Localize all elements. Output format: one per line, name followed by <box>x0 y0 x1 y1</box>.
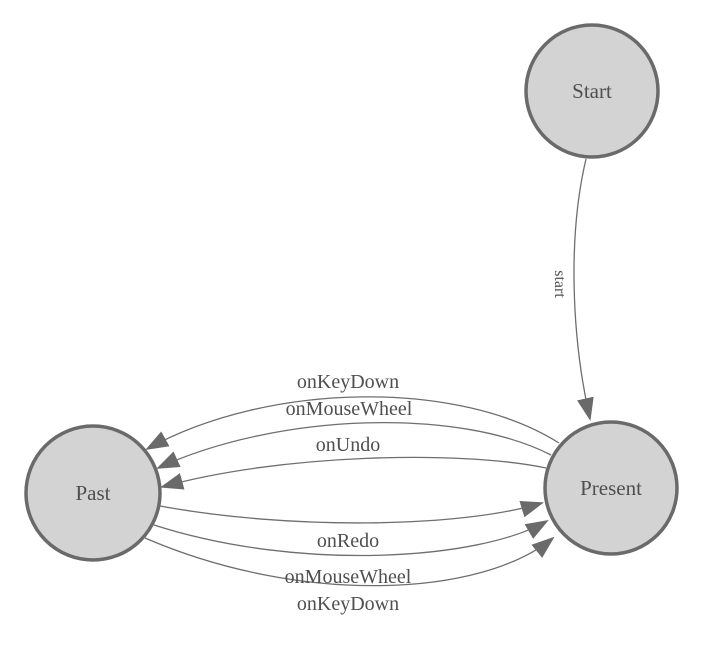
edge-past-to-present-onkeydown <box>144 536 555 587</box>
edge-label-onkeydown-bottom: onKeyDown <box>297 593 399 615</box>
edge-label-onredo: onRedo <box>317 530 379 552</box>
node-present-label: Present <box>580 476 642 500</box>
node-past-circle <box>24 424 162 562</box>
edge-present-to-past-onmousewheel <box>156 422 552 469</box>
edge-past-to-present-onredo <box>159 500 544 524</box>
node-past: Past <box>24 424 162 562</box>
node-present: Present <box>543 420 679 556</box>
node-start: Start <box>524 23 660 159</box>
node-present-circle <box>543 420 679 556</box>
edge-label-onundo: onUndo <box>316 434 380 456</box>
edge-label-onkeydown-top: onKeyDown <box>297 371 399 393</box>
edge-present-to-past-onkeydown <box>145 396 560 450</box>
edge-label-onmousewheel-top: onMouseWheel <box>286 398 413 420</box>
edge-past-to-present-onmousewheel <box>153 519 549 557</box>
node-start-circle <box>524 23 660 159</box>
node-past-label: Past <box>75 481 110 505</box>
edge-start-to-present <box>573 158 594 421</box>
edge-present-to-past-onundo <box>160 456 547 490</box>
edge-label-onmousewheel-bottom: onMouseWheel <box>285 566 412 588</box>
node-start-label: Start <box>572 79 612 103</box>
edge-label-start: start <box>551 270 568 298</box>
